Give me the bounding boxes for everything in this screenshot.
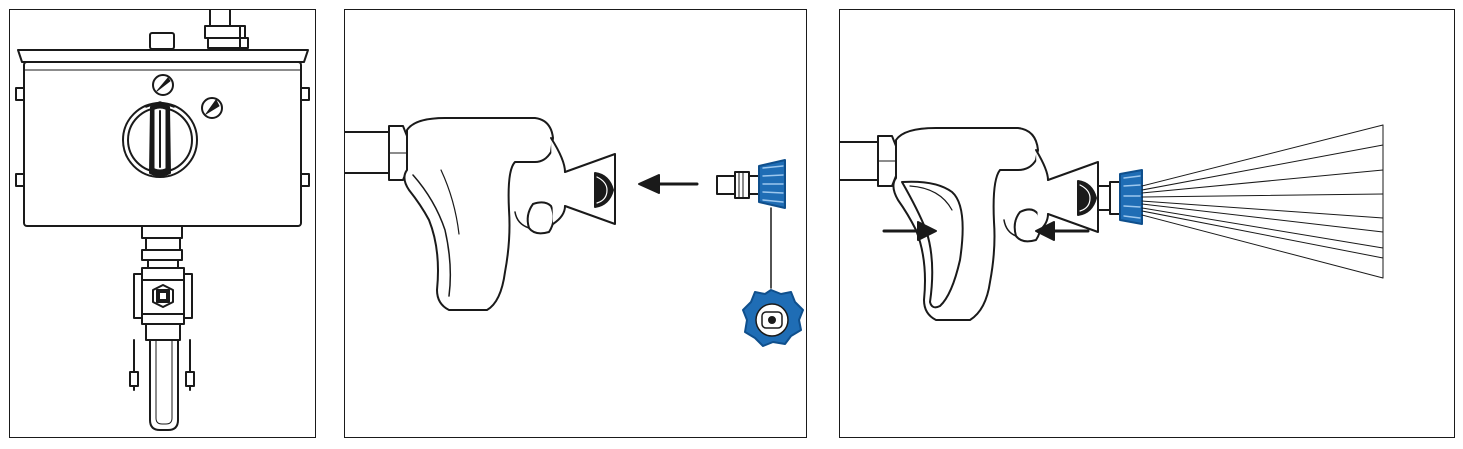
- spray-panel: [839, 9, 1455, 438]
- arrow-left-icon: [638, 174, 699, 194]
- valve-nut: [152, 284, 174, 308]
- arrow-left-icon: [1035, 221, 1090, 241]
- quick-connect-plug: [716, 171, 760, 199]
- control-box-panel: [9, 9, 316, 438]
- spray-wide-icon: [201, 97, 223, 119]
- attach-nozzle-panel: [344, 9, 807, 438]
- blue-nozzle: [758, 159, 786, 289]
- spray-fan-icon: [1141, 124, 1384, 279]
- spray-narrow-icon: [152, 74, 174, 96]
- selector-dial: [122, 101, 198, 178]
- control-box-illustration: [15, 10, 310, 431]
- arrow-right-icon: [882, 221, 937, 241]
- spray-gun: [892, 127, 1143, 321]
- attach-nozzle-illustration: [345, 117, 804, 347]
- nozzle-end-view-icon: [742, 289, 804, 347]
- spray-gun: [403, 117, 616, 311]
- spray-illustration: [840, 124, 1384, 321]
